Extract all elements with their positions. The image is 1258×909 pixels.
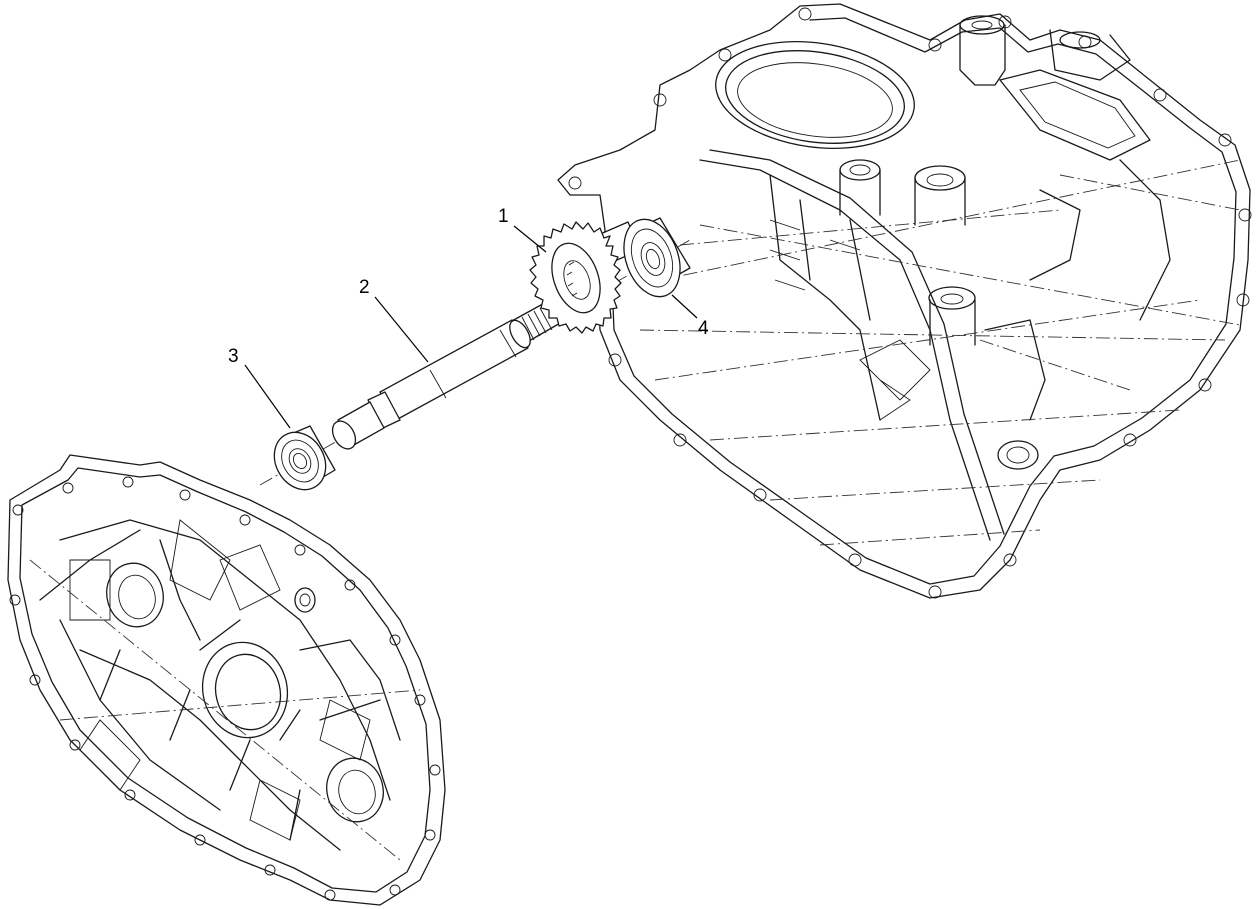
leader-1: [513, 225, 547, 253]
gear: [529, 221, 641, 334]
shaft: [331, 299, 563, 450]
leader-4: [671, 294, 698, 319]
leader-3: [244, 364, 291, 429]
callout-4: 4: [698, 318, 709, 339]
callout-leaders: [244, 225, 698, 429]
bearing-rear: [623, 217, 691, 298]
callout-2: 2: [359, 277, 370, 298]
bearing-front: [273, 425, 336, 491]
end-cover: [7, 454, 446, 906]
leader-2: [374, 296, 429, 363]
callout-1: 1: [498, 206, 509, 227]
callout-3: 3: [228, 346, 239, 367]
transmission-housing: [557, 3, 1252, 599]
